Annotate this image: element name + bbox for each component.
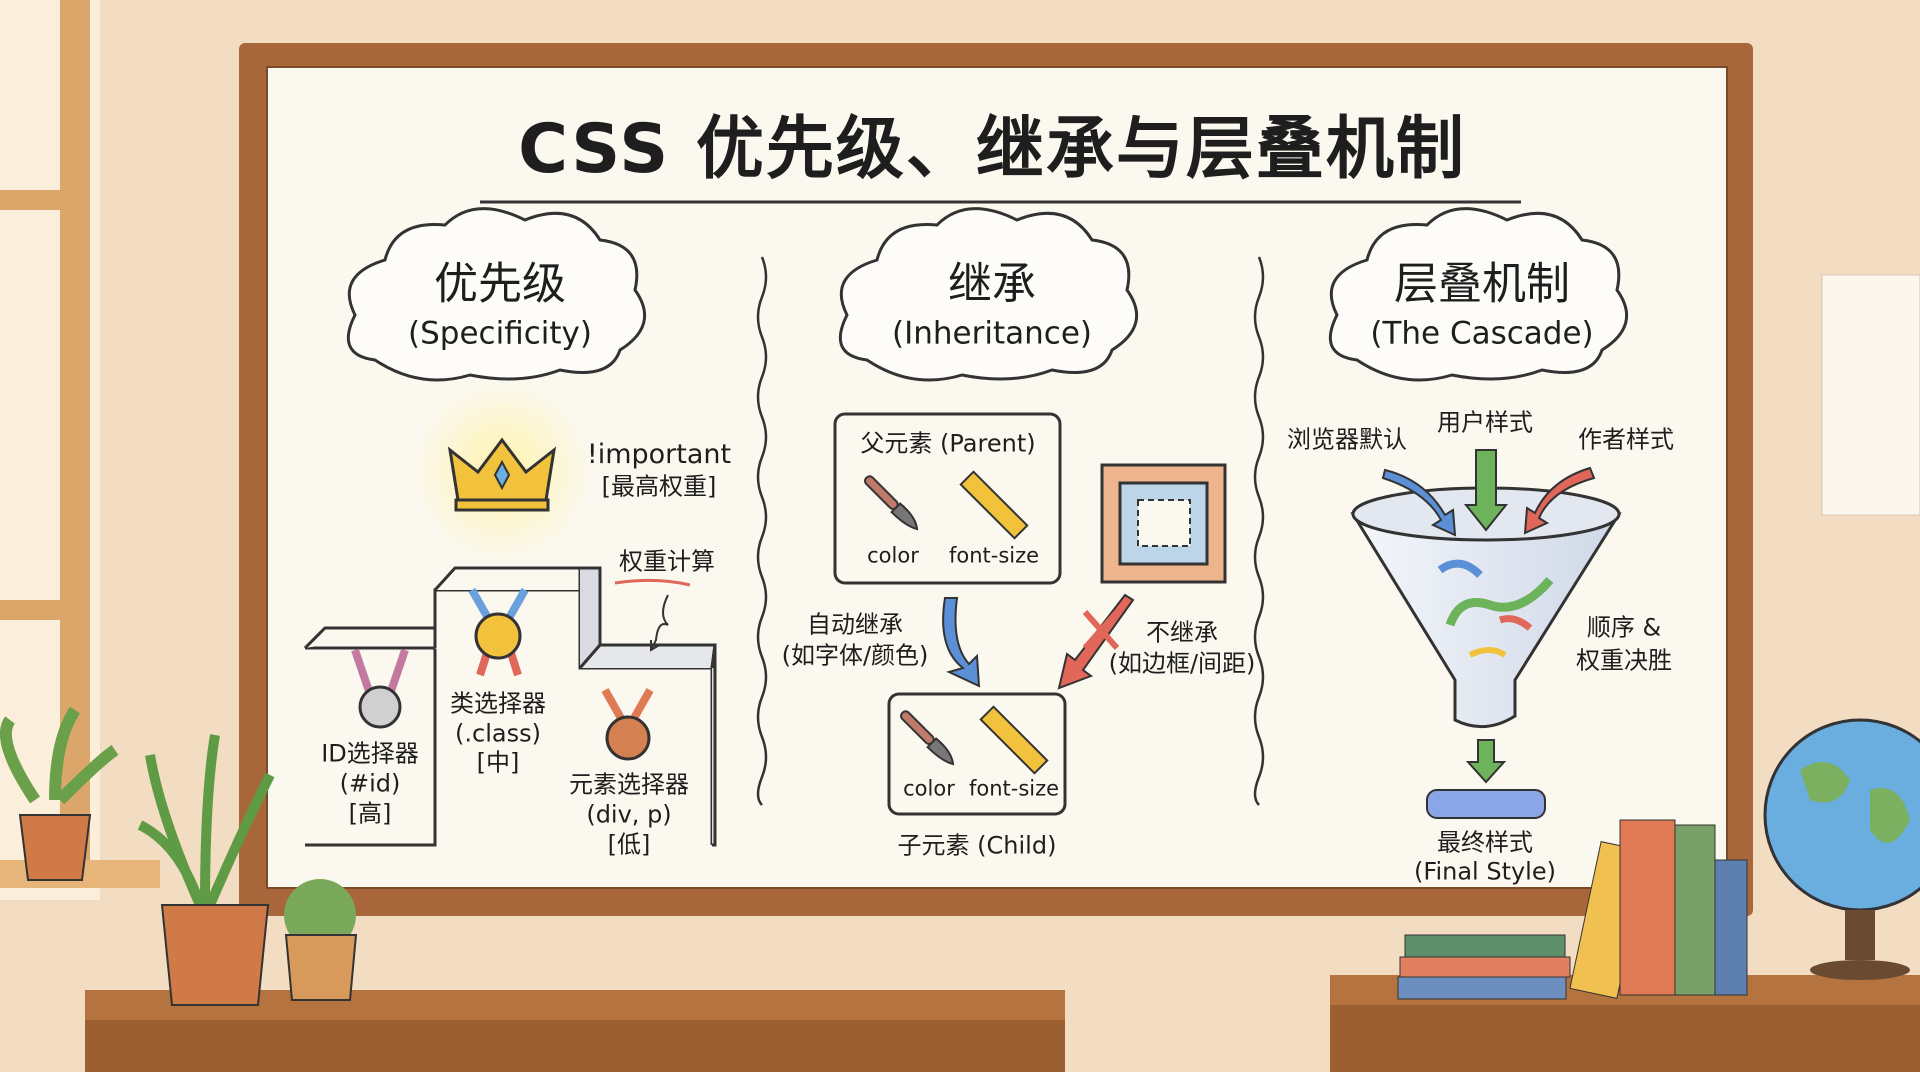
output-arrow bbox=[1465, 739, 1507, 784]
cloud-specificity bbox=[346, 207, 646, 382]
source-browser-default: 浏览器默认 bbox=[1287, 425, 1407, 454]
final-style-bar bbox=[1426, 789, 1546, 819]
cascade-heading: 层叠机制 bbox=[1394, 258, 1570, 310]
box-model-icon bbox=[1100, 463, 1227, 584]
resolve-line-2: 权重决胜 bbox=[1576, 646, 1672, 675]
podium bbox=[303, 566, 717, 847]
divider-2 bbox=[1253, 256, 1265, 806]
medal-silver-icon bbox=[351, 648, 409, 729]
final-style-sub: (Final Style) bbox=[1414, 857, 1556, 886]
podium-class-example: (.class) bbox=[455, 719, 541, 748]
globe-icon bbox=[1763, 718, 1920, 980]
important-label: !important bbox=[586, 438, 732, 470]
plant-icon bbox=[0, 706, 358, 1006]
source-author-styles: 作者样式 bbox=[1578, 425, 1674, 454]
inheritance-heading: 继承 bbox=[948, 258, 1036, 310]
specificity-subheading: (Specificity) bbox=[408, 315, 592, 352]
underline-weight-calc bbox=[614, 578, 691, 587]
podium-class-level: [中] bbox=[476, 748, 520, 777]
wall-paper bbox=[1821, 274, 1920, 516]
author-arrow bbox=[1523, 466, 1596, 535]
weight-calc-label: 权重计算 bbox=[619, 547, 715, 576]
user-arrow bbox=[1463, 449, 1509, 532]
podium-class-name: 类选择器 bbox=[450, 689, 546, 718]
podium-element-example: (div, p) bbox=[586, 800, 672, 829]
auto-inherit-label: 自动继承 bbox=[807, 610, 903, 639]
parent-label: 父元素 (Parent) bbox=[860, 429, 1036, 458]
paintbrush-icon bbox=[899, 710, 955, 766]
podium-element-level: [低] bbox=[607, 830, 651, 859]
funnel-icon bbox=[1350, 486, 1622, 729]
browser-arrow bbox=[1381, 468, 1457, 537]
podium-id-name: ID选择器 bbox=[321, 739, 419, 768]
inheritance-subheading: (Inheritance) bbox=[892, 315, 1092, 352]
cross-icon bbox=[1082, 610, 1120, 650]
podium-id-level: [高] bbox=[348, 799, 392, 828]
child-prop-color: color bbox=[903, 776, 955, 801]
resolve-line-1: 顺序 & bbox=[1586, 613, 1662, 642]
child-label: 子元素 (Child) bbox=[897, 831, 1057, 860]
cloud-cascade bbox=[1328, 207, 1628, 382]
page-title: CSS 优先级、继承与层叠机制 bbox=[518, 110, 1466, 190]
crown-icon bbox=[412, 381, 592, 561]
squiggle-arrow-icon bbox=[650, 594, 669, 652]
parent-prop-font-size: font-size bbox=[948, 543, 1040, 568]
no-inherit-label: 不继承 bbox=[1146, 618, 1218, 647]
ruler-icon bbox=[959, 470, 1029, 540]
final-style-label: 最终样式 bbox=[1437, 828, 1533, 857]
child-box bbox=[887, 692, 1067, 816]
inherit-arrow bbox=[942, 597, 981, 688]
child-prop-font-size: font-size bbox=[968, 776, 1060, 801]
important-note: [最高权重] bbox=[601, 472, 717, 501]
ruler-icon bbox=[979, 705, 1049, 775]
books-icon bbox=[1397, 819, 1748, 1000]
auto-inherit-note: (如字体/颜色) bbox=[781, 641, 929, 670]
divider-1 bbox=[756, 256, 768, 806]
podium-element-name: 元素选择器 bbox=[569, 770, 689, 799]
medal-gold-icon bbox=[468, 588, 529, 677]
medal-bronze-icon bbox=[601, 688, 654, 761]
cascade-subheading: (The Cascade) bbox=[1370, 315, 1594, 352]
no-inherit-note: (如边框/间距) bbox=[1108, 649, 1256, 678]
cloud-inheritance bbox=[838, 207, 1138, 382]
parent-box bbox=[833, 412, 1062, 585]
specificity-heading: 优先级 bbox=[434, 258, 566, 310]
podium-id-example: (#id) bbox=[339, 769, 401, 798]
source-user-styles: 用户样式 bbox=[1437, 408, 1533, 437]
paintbrush-icon bbox=[863, 475, 919, 531]
parent-prop-color: color bbox=[867, 543, 919, 568]
